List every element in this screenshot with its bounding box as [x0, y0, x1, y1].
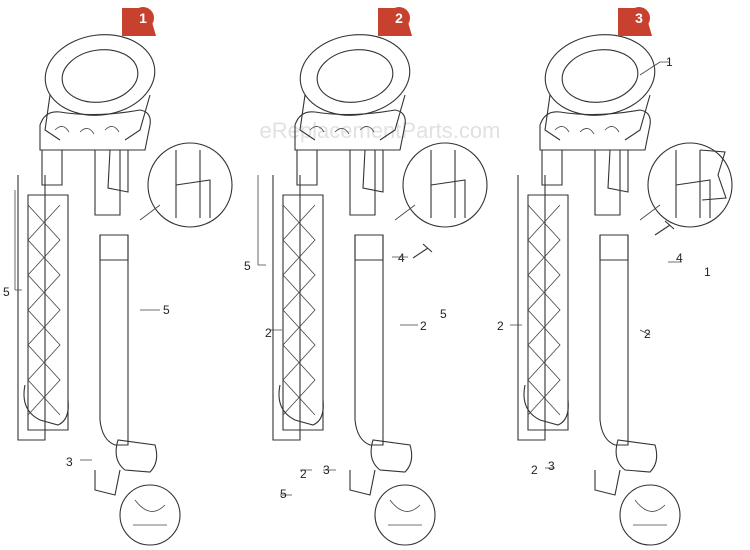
callout-label: 5	[440, 307, 447, 321]
callout-label: 2	[265, 326, 272, 340]
step-badge-1: 1	[122, 7, 156, 36]
callout-label: 5	[163, 303, 170, 317]
callout-label: 2	[300, 467, 307, 481]
callout-label: 2	[420, 319, 427, 333]
callout-label: 5	[3, 285, 10, 299]
svg-text:2: 2	[395, 10, 403, 26]
callout-label: 2	[497, 319, 504, 333]
callout-label: 4	[398, 251, 405, 265]
svg-text:3: 3	[635, 10, 643, 26]
panel-1: 1 5 5 3	[3, 7, 233, 546]
panel-2: 2 5 4 2 2 5 5 2 3	[244, 7, 488, 546]
callout-label: 3	[548, 459, 555, 473]
callout-label: 5	[244, 259, 251, 273]
callout-label: 2	[644, 327, 651, 341]
svg-text:1: 1	[139, 10, 147, 26]
callout-label: 5	[280, 487, 287, 501]
watermark-text: eReplacementParts.com	[260, 118, 501, 143]
step-badge-3: 3	[618, 7, 652, 36]
callout-label: 1	[666, 55, 673, 69]
step-badge-2: 2	[378, 7, 412, 36]
callout-label: 2	[531, 463, 538, 477]
callout-label: 3	[66, 455, 73, 469]
panel-3: 3 1 4 1 2 2 2 3	[497, 7, 733, 546]
callout-label: 4	[676, 251, 683, 265]
callout-label: 1	[704, 265, 711, 279]
callout-label: 3	[323, 463, 330, 477]
